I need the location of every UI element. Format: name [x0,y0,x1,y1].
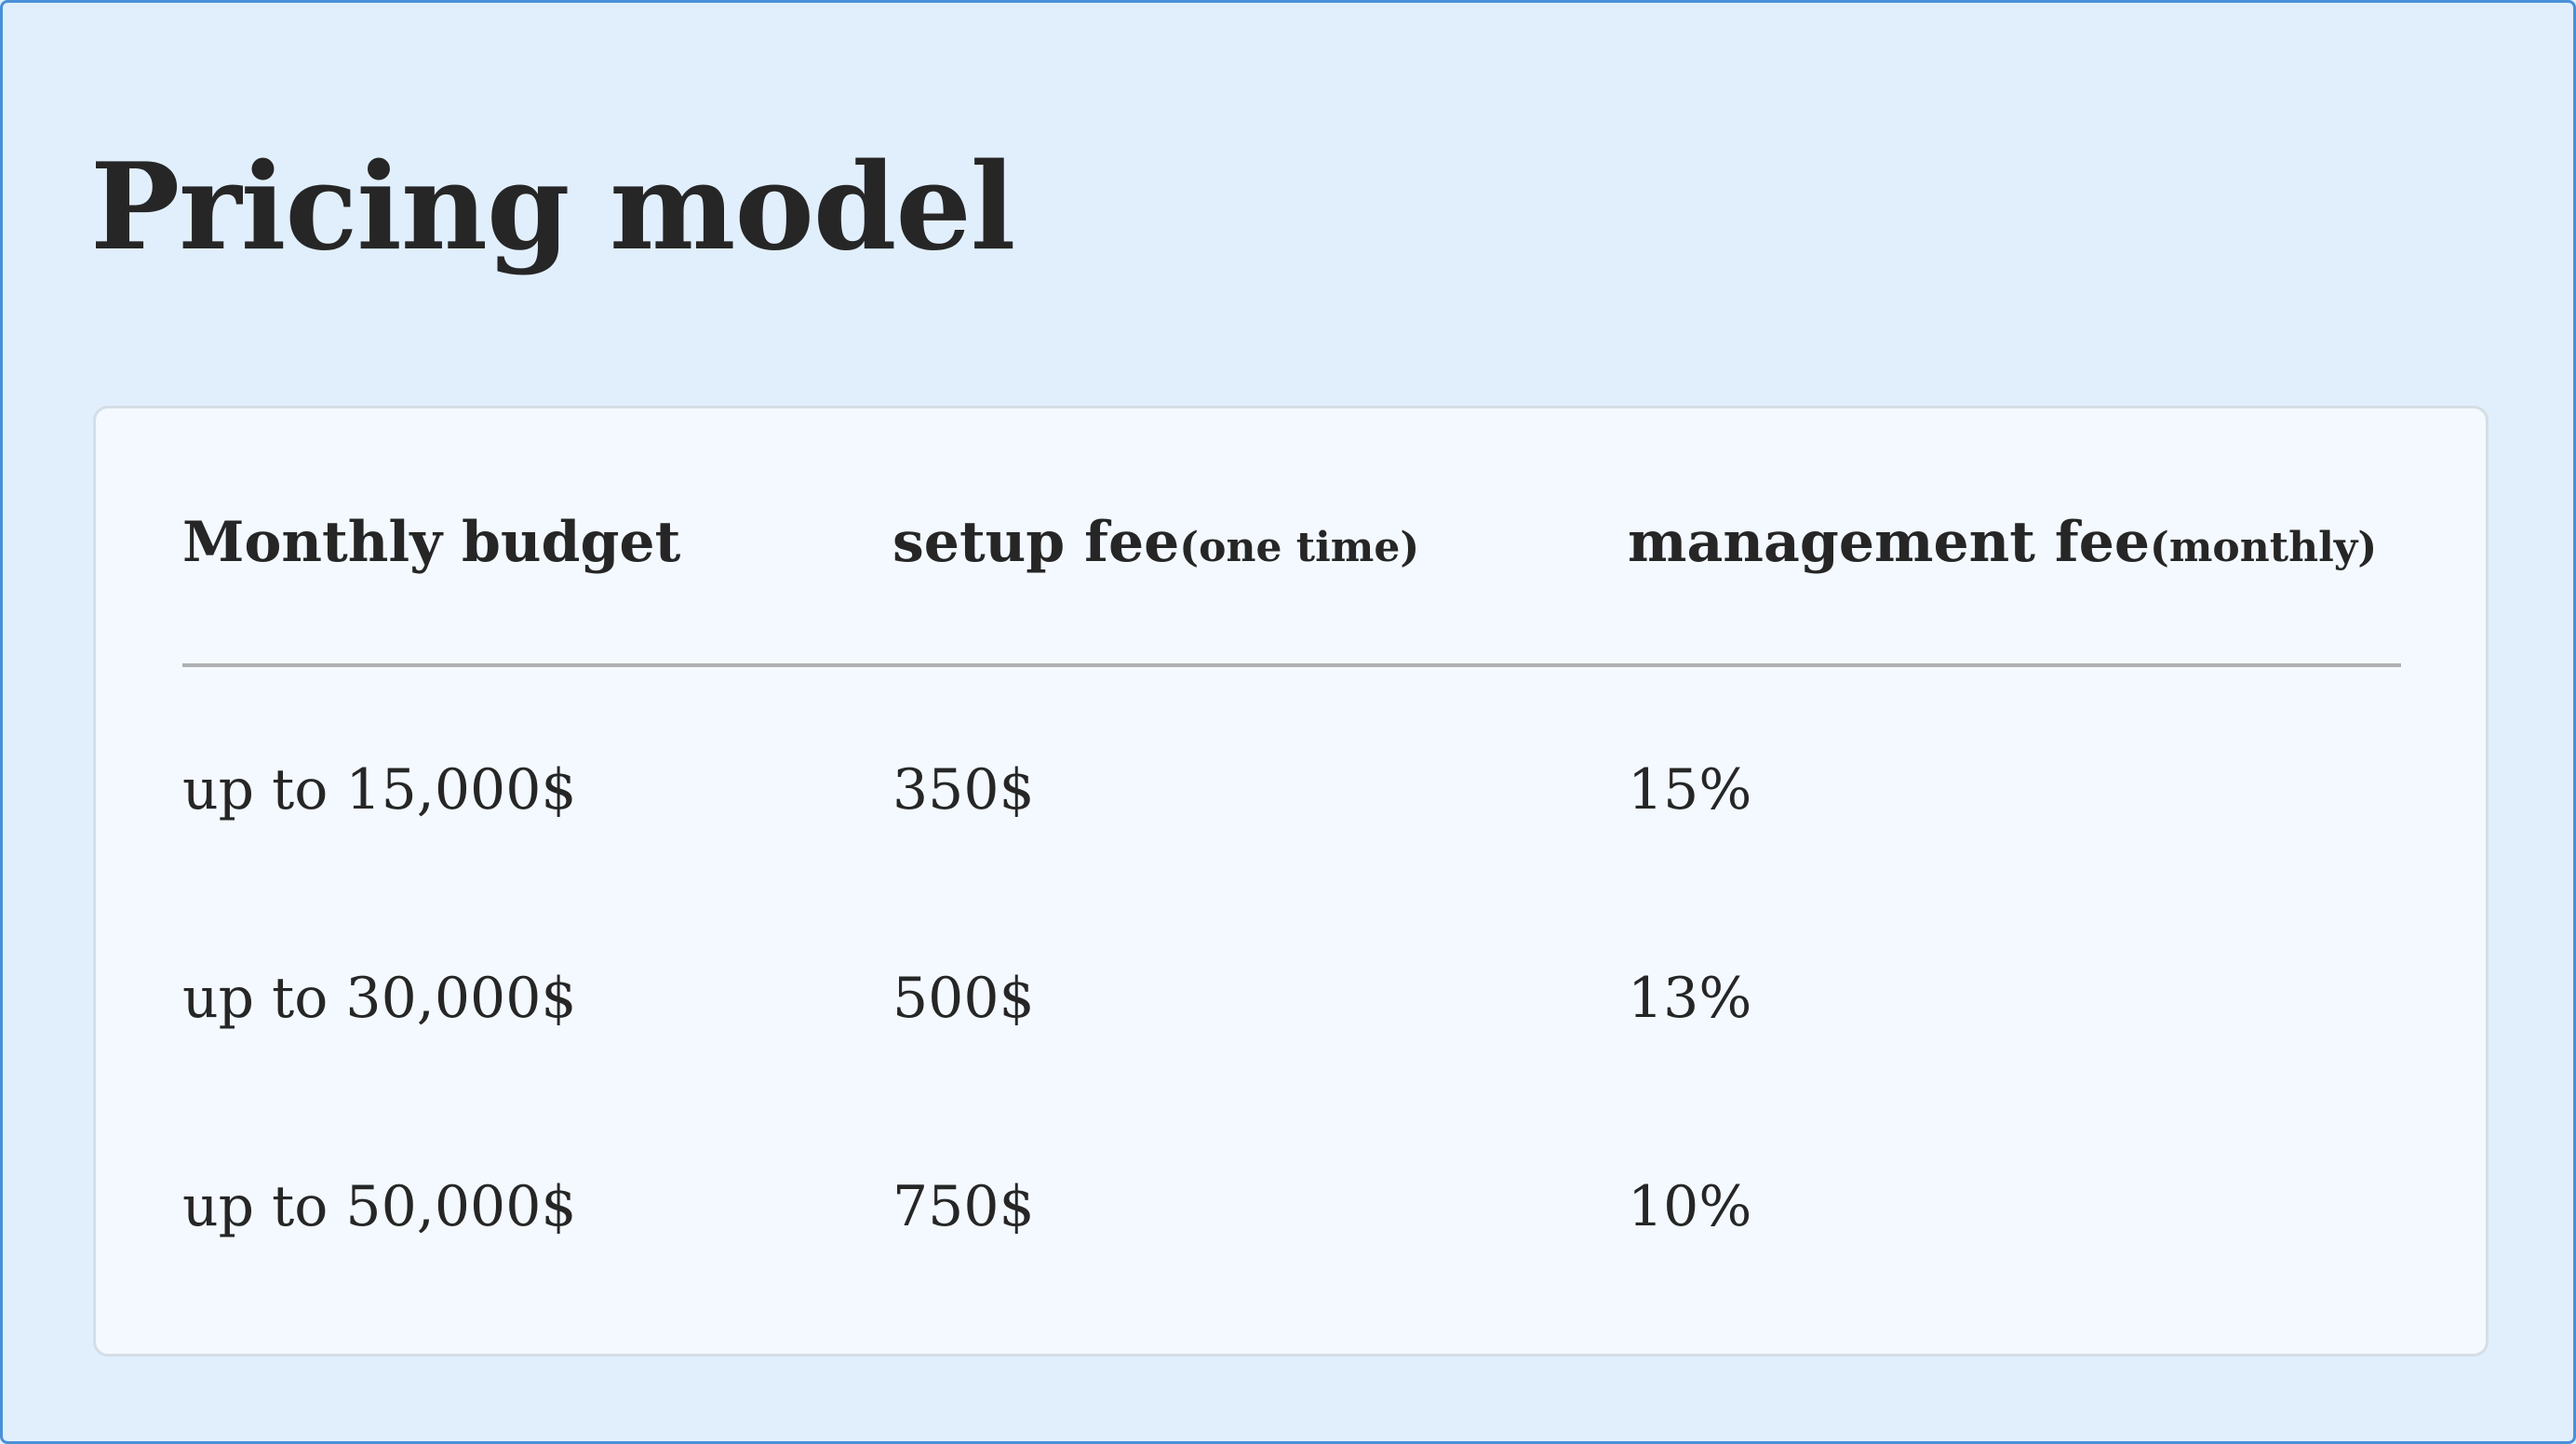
cell-budget: up to 50,000$ [182,1174,577,1239]
cell-management-fee: 13% [1628,966,1752,1031]
cell-setup-fee: 750$ [892,1174,1035,1239]
cell-setup-fee: 500$ [892,966,1035,1031]
header-sublabel: (one time) [1179,524,1420,571]
header-label: setup fee [892,510,1180,575]
header-label: management fee [1628,510,2151,575]
cell-setup-fee: 350$ [892,757,1035,822]
page-title: Pricing model [90,138,1015,277]
pricing-table: Monthly budget setup fee(one time) manag… [93,406,2489,1357]
cell-management-fee: 15% [1628,757,1752,822]
cell-management-fee: 10% [1628,1174,1752,1239]
header-divider [182,663,2401,667]
header-management-fee: management fee(monthly) [1628,505,2377,585]
cell-budget: up to 15,000$ [182,757,577,822]
header-setup-fee: setup fee(one time) [892,505,1419,585]
header-label: Monthly budget [182,510,681,575]
header-sublabel: (monthly) [2150,524,2378,571]
cell-budget: up to 30,000$ [182,966,577,1031]
header-monthly-budget: Monthly budget [182,505,680,580]
